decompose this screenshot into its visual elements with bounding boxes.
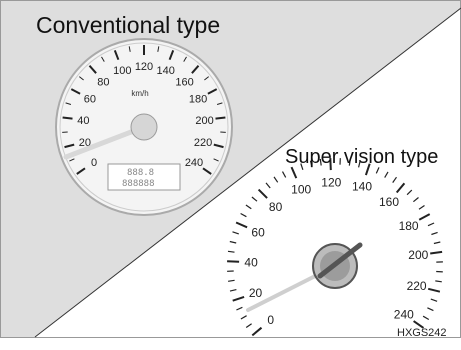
speed-tick-label: 240 <box>185 157 203 169</box>
speed-tick-label: 60 <box>84 94 96 106</box>
conventional-needle-hub <box>131 114 157 140</box>
major-tick <box>63 118 73 119</box>
major-tick <box>227 261 239 262</box>
major-tick <box>216 118 226 119</box>
conventional-unit-label: km/h <box>131 89 148 98</box>
speed-tick-label: 100 <box>291 182 311 196</box>
speed-tick-label: 80 <box>269 200 283 214</box>
speed-tick-label: 180 <box>189 94 207 106</box>
speed-tick-label: 160 <box>175 76 193 88</box>
super-vision-type-label: Super vision type <box>285 146 438 169</box>
speed-tick-label: 240 <box>394 307 414 321</box>
trip-value: 888888 <box>122 179 155 189</box>
speed-tick-label: 140 <box>352 180 372 194</box>
speed-tick-label: 40 <box>77 115 89 127</box>
speed-tick-label: 20 <box>249 286 263 300</box>
speed-tick-label: 100 <box>113 65 131 77</box>
speed-tick-label: 60 <box>251 225 265 239</box>
speed-tick-label: 220 <box>407 279 427 293</box>
speed-tick-label: 160 <box>379 195 399 209</box>
speed-tick-label: 200 <box>195 115 213 127</box>
speed-tick-label: 0 <box>267 313 274 327</box>
speed-tick-label: 180 <box>399 219 419 233</box>
figure-code: HXGS242 <box>397 327 447 339</box>
speed-tick-label: 220 <box>194 137 212 149</box>
conventional-type-label: Conventional type <box>36 12 220 39</box>
speed-tick-label: 40 <box>244 256 258 270</box>
speed-tick-label: 140 <box>157 65 175 77</box>
speed-tick-label: 120 <box>321 175 341 189</box>
speed-tick-label: 80 <box>97 76 109 88</box>
speed-tick-label: 0 <box>91 157 97 169</box>
speed-tick-label: 120 <box>135 61 153 73</box>
odometer-value: 888.8 <box>127 168 154 178</box>
speed-tick-label: 200 <box>408 248 428 262</box>
